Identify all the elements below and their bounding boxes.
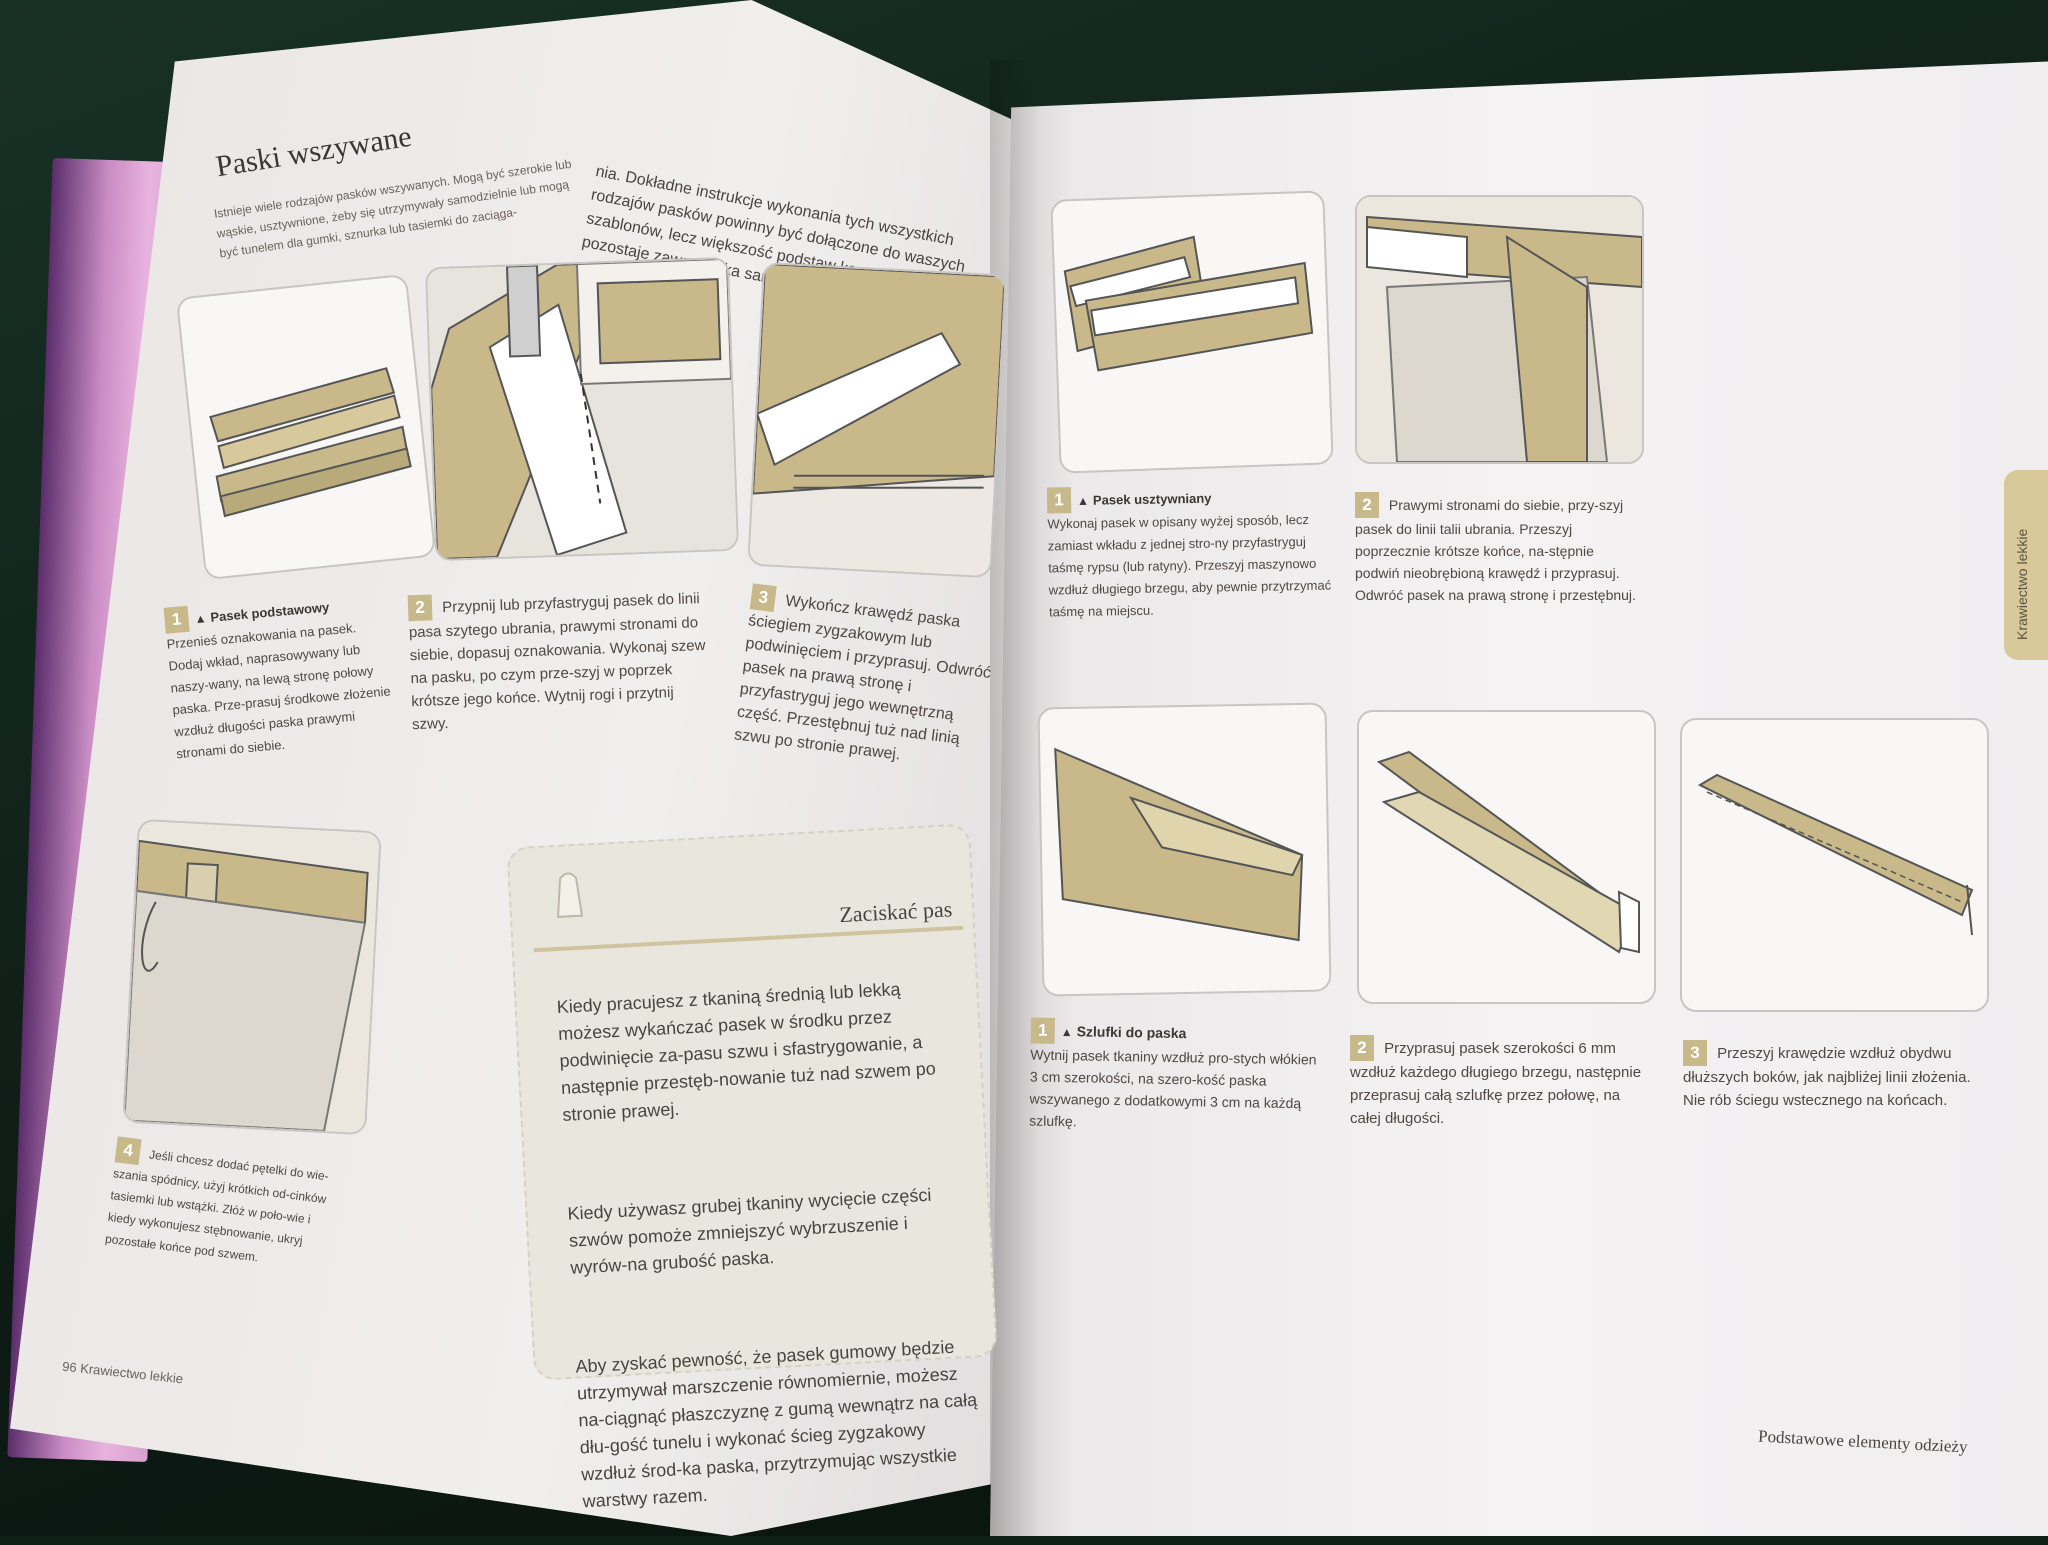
- step-text: Przenieś oznakowania na pasek. Dodaj wkł…: [166, 620, 392, 762]
- illustration-hanging-loop: [122, 818, 382, 1136]
- thimble-icon: [556, 872, 584, 918]
- left-step-2: 2 Przypnij lub przyfastryguj pasek do li…: [407, 585, 713, 736]
- waistband-strips-drawing: [209, 367, 412, 518]
- right-top-step-1: 1 ▲Pasek usztywniany Wykonaj pasek w opis…: [1046, 483, 1334, 624]
- belt-loop-pressed-drawing: [1376, 750, 1641, 954]
- tip-body: Kiedy pracujesz z tkaniną średnią lub le…: [555, 946, 985, 1542]
- step-number: 2: [1355, 492, 1379, 518]
- tip-paragraph: Aby zyskać pewność, że pasek gumowy będz…: [575, 1336, 978, 1512]
- chapter-side-tab: Krawiectwo lekkie: [2004, 470, 2048, 660]
- illustration-sewing-machine: [424, 256, 740, 562]
- belt-loop-stitched-drawing: [1697, 773, 1974, 936]
- step-text: Wytnij pasek tkaniny wzdłuż pro-stych wł…: [1029, 1046, 1317, 1130]
- chapter-tab-label: Krawiectwo lekkie: [2014, 528, 2030, 640]
- illustration-finished-edge: [747, 261, 1007, 579]
- triangle-icon: ▲: [1076, 493, 1090, 508]
- triangle-icon: ▲: [194, 611, 208, 627]
- right-bottom-step-3: 3 Przeszyj krawędzie wzdłuż obydwu dłużs…: [1683, 1040, 1993, 1112]
- triangle-icon: ▲: [1060, 1025, 1073, 1040]
- right-top-step-2: 2 Prawymi stronami do siebie, przy-szyj …: [1355, 492, 1640, 606]
- left-step-1: 1▲Pasek podstawowy Przenieś oznakowania …: [163, 589, 397, 766]
- step-text: Wykonaj pasek w opisany wyżej sposób, le…: [1047, 511, 1332, 620]
- step-number: 1: [163, 605, 190, 634]
- step-text: Wykończ krawędź paska ściegiem zygzakowy…: [733, 592, 992, 764]
- tip-paragraph: Kiedy pracujesz z tkaniną średnią lub le…: [556, 979, 937, 1125]
- step-text: Przeszyj krawędzie wzdłuż obydwu dłuższy…: [1683, 1045, 1971, 1109]
- step-number: 1: [1046, 487, 1072, 514]
- illustration-belt-loop-pressed: [1357, 710, 1656, 1004]
- tip-box: Zaciskać pas Kiedy pracujesz z tkaniną ś…: [506, 823, 998, 1511]
- hanging-loop-drawing: [124, 820, 380, 1134]
- step-subtitle: Szlufki do paska: [1076, 1023, 1187, 1042]
- waistband-sewn-drawing: [1357, 197, 1642, 462]
- step-number: 4: [114, 1136, 142, 1166]
- illustration-stiffened-waistband: [1050, 190, 1334, 474]
- step-number: 1: [1030, 1017, 1056, 1044]
- step-text: Jeśli chcesz dodać pętelki do wie-szania…: [104, 1147, 330, 1265]
- illustration-basic-waistband: [175, 273, 437, 581]
- stiffened-waistband-drawing: [1063, 235, 1314, 372]
- belt-loop-cut-drawing: [1054, 747, 1304, 942]
- step-subtitle: Pasek usztywniany: [1092, 490, 1212, 508]
- right-bottom-step-2: 2 Przyprasuj pasek szerokości 6 mm wzdłu…: [1350, 1035, 1650, 1130]
- finished-edge-drawing: [749, 263, 1005, 577]
- step-text: Przyprasuj pasek szerokości 6 mm wzdłuż …: [1350, 1040, 1642, 1127]
- step-number: 3: [1683, 1040, 1707, 1066]
- step-text: Przypnij lub przyfastryguj pasek do lini…: [408, 590, 706, 734]
- right-bottom-step-1: 1 ▲Szlufki do paska Wytnij pasek tkaniny …: [1029, 1017, 1321, 1136]
- sewing-machine-drawing: [427, 258, 737, 560]
- tip-title: Zaciskać pas: [838, 896, 953, 928]
- step-text: Prawymi stronami do siebie, przy-szyj pa…: [1355, 497, 1636, 603]
- tip-paragraph: Kiedy używasz grubej tkaniny wycięcie cz…: [567, 1184, 932, 1278]
- illustration-waistband-sewn: [1355, 195, 1644, 464]
- step-number: 3: [749, 583, 777, 613]
- left-step-3: 3 Wykończ krawędź paska ściegiem zygzako…: [733, 583, 1001, 776]
- illustration-belt-loop-stitched: [1680, 718, 1989, 1012]
- step-number: 2: [407, 594, 433, 622]
- illustration-belt-loop-cut: [1037, 702, 1332, 997]
- step-number: 2: [1350, 1035, 1374, 1061]
